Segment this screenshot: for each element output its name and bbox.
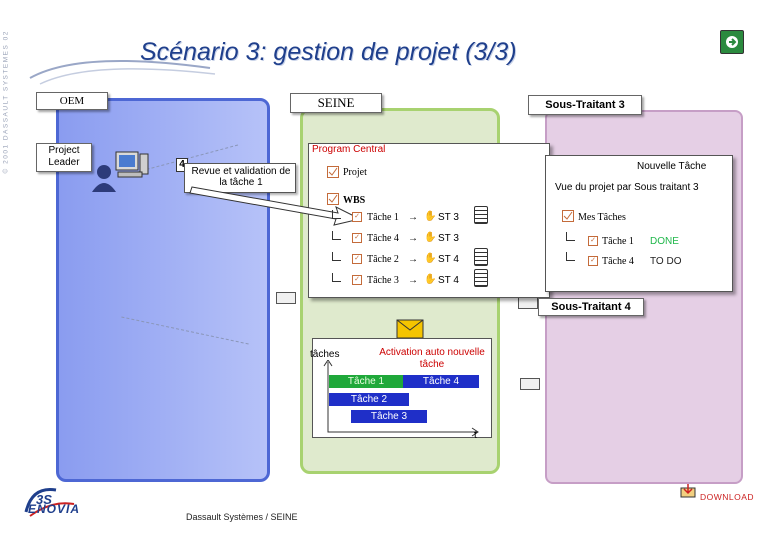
gantt-axes <box>323 360 479 437</box>
task-icon: ✓ <box>588 236 598 246</box>
project-label: Projet <box>343 167 367 178</box>
seine-label: SEINE <box>290 93 382 113</box>
gantt-bar: Tâche 2 <box>329 393 409 406</box>
task-icon: ✓ <box>352 212 362 222</box>
task-arrow-icon: → <box>408 233 418 244</box>
owner-icon: ✋ <box>424 232 437 243</box>
tree-elbow <box>332 273 341 282</box>
activation-text: Activation auto nouvelle tâche <box>379 347 485 370</box>
gantt-axis-label: tâches <box>310 349 340 360</box>
download-link[interactable]: DOWNLOAD <box>700 492 755 502</box>
subcontractor3-label: Sous-Traitant 3 <box>528 95 642 115</box>
gantt-bar: Tâche 4 <box>403 375 479 388</box>
gantt-bar: Tâche 1 <box>329 375 403 388</box>
st3-task-name[interactable]: Tâche 4 <box>602 256 634 267</box>
navigation-icon[interactable] <box>720 30 744 54</box>
title-swoosh <box>29 60 216 85</box>
subcontractor3-window <box>545 155 733 292</box>
page-title: Scénario 3: gestion de projet (3/3) <box>140 38 517 66</box>
task-arrow-icon: → <box>408 212 418 223</box>
connector-oem-seine <box>276 292 296 304</box>
task-icon: ✓ <box>352 275 362 285</box>
new-task-label: Nouvelle Tâche <box>637 161 707 172</box>
task-owner: ST 3 <box>438 233 459 244</box>
owner-icon: ✋ <box>424 274 437 285</box>
subcontractor4-label: Sous-Traitant 4 <box>538 298 644 316</box>
tree-elbow <box>332 231 341 240</box>
st3-task-name[interactable]: Tâche 1 <box>602 236 634 247</box>
task-icon: ✓ <box>588 256 598 266</box>
task-owner: ST 4 <box>438 254 459 265</box>
task-name[interactable]: Tâche 4 <box>367 233 399 244</box>
enovia-logo-text: ENOVIA <box>28 502 81 516</box>
review-arrow <box>189 186 362 226</box>
project-icon <box>327 166 339 178</box>
download-icon[interactable] <box>680 484 696 498</box>
oem-label: OEM <box>36 92 108 110</box>
task-arrow-icon: → <box>408 275 418 286</box>
envelope-icon <box>396 319 424 339</box>
owner-icon: ✋ <box>424 253 437 264</box>
task-owner: ST 3 <box>438 212 459 223</box>
tree-elbow <box>566 252 575 261</box>
owner-icon: ✋ <box>424 211 437 222</box>
task-arrow-icon: → <box>408 254 418 265</box>
review-text: Revue et validation de la tâche 1 <box>191 166 291 188</box>
task-name[interactable]: Tâche 1 <box>367 212 399 223</box>
document-icon <box>474 248 488 266</box>
document-icon <box>474 269 488 287</box>
wbs-icon <box>327 193 339 205</box>
tree-elbow <box>332 252 341 261</box>
svg-text:3S: 3S <box>36 492 52 507</box>
user-computer-icon <box>92 151 149 192</box>
my-tasks-label: Mes Tâches <box>578 212 626 223</box>
time-label: t <box>474 430 477 441</box>
task-icon: ✓ <box>352 233 362 243</box>
project-leader-label: Project Leader <box>36 143 92 172</box>
st3-task-status: TO DO <box>650 256 682 267</box>
task-owner: ST 4 <box>438 275 459 286</box>
task-name[interactable]: Tâche 3 <box>367 275 399 286</box>
connector-seine-lower <box>520 378 540 390</box>
review-box <box>184 163 296 193</box>
gantt-bar: Tâche 3 <box>351 410 427 423</box>
tree-elbow <box>332 210 341 219</box>
document-icon <box>474 206 488 224</box>
tree-elbow <box>566 232 575 241</box>
connector-seine-st4 <box>518 297 538 309</box>
task-icon: ✓ <box>352 254 362 264</box>
my-tasks-icon <box>562 210 574 222</box>
program-central-label: Program Central <box>312 144 386 155</box>
st3-view-text: Vue du projet par Sous traitant 3 <box>555 182 699 193</box>
st3-task-status: DONE <box>650 236 679 247</box>
footer-text: Dassault Systèmes / SEINE <box>186 512 298 522</box>
wbs-label: WBS <box>343 195 366 206</box>
task-name[interactable]: Tâche 2 <box>367 254 399 265</box>
vertical-copyright: © 2001 DASSAULT SYSTEMES 02 <box>2 30 10 174</box>
enovia-logo: 3S <box>24 487 75 517</box>
